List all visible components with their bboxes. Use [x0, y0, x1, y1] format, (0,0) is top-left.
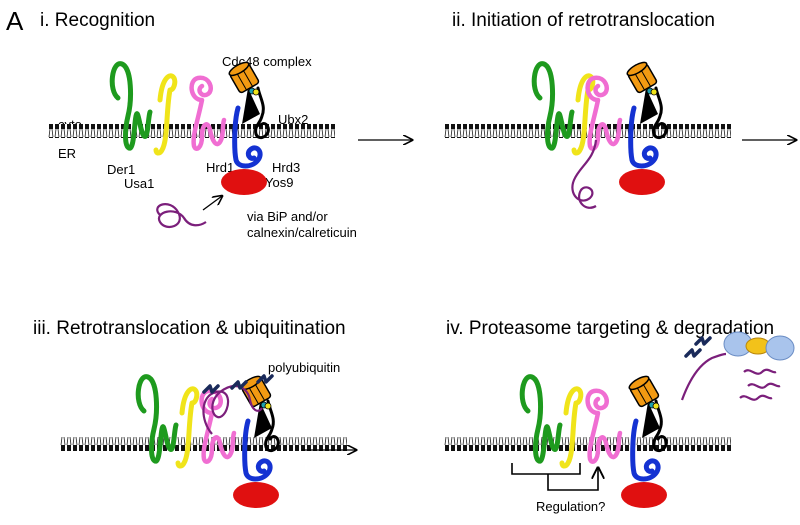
er-membrane — [444, 437, 731, 451]
regulation-arrow — [547, 468, 598, 491]
proteasome — [723, 331, 795, 361]
usa1-protein — [562, 389, 581, 466]
step3-title: iii. Retrotranslocation & ubiquitination — [33, 318, 346, 339]
peptide-fragment — [739, 394, 773, 401]
usa1-label: Usa1 — [124, 176, 155, 191]
via-label-line2: calnexin/calreticuin — [247, 225, 357, 240]
ubiquitin-icon — [684, 348, 702, 358]
polyubiquitin-label: polyubiquitin — [268, 360, 341, 375]
peptide-fragment — [743, 368, 777, 375]
substrate-arrow — [202, 196, 222, 211]
er-membrane — [48, 124, 335, 138]
misfolded-substrate — [156, 203, 207, 229]
er-membrane — [444, 124, 731, 138]
hrd1-protein — [192, 78, 224, 149]
usa1-protein — [178, 389, 197, 466]
usa1-protein — [156, 76, 175, 153]
extracted-substrate — [680, 352, 727, 401]
yos9-protein — [619, 169, 665, 195]
ubx2-label: Ubx2 — [278, 112, 309, 127]
peptide-fragment — [747, 382, 781, 389]
regulation-label: Regulation? — [536, 499, 606, 514]
step1-title: i. Recognition — [40, 10, 156, 31]
step2-title: ii. Initiation of retrotranslocation — [452, 10, 715, 31]
panel-letter: A — [6, 6, 24, 36]
hrd1-protein — [588, 391, 620, 462]
misfolded-substrate — [571, 139, 598, 209]
cdc48-complex — [226, 59, 261, 125]
panel-iv-degradation — [444, 331, 795, 508]
yos9-protein — [221, 169, 267, 195]
yos9-label: Yos9 — [265, 175, 294, 190]
panel-ii-initiation — [444, 59, 731, 209]
der1-label: Der1 — [107, 162, 136, 177]
panel-iii-retrotranslocation — [60, 373, 347, 508]
yos9-protein — [233, 482, 279, 508]
yos9-protein — [621, 482, 667, 508]
er-label: ER — [58, 146, 77, 161]
hrd1-label: Hrd1 — [206, 160, 235, 175]
regulation-bracket — [511, 463, 581, 475]
step4-title: iv. Proteasome targeting & degradation — [446, 318, 775, 339]
panel-i-recognition — [48, 59, 335, 229]
ubiquitin-icon — [694, 336, 712, 346]
via-label-line1: via BiP and/or — [247, 209, 328, 224]
hrd3-label: Hrd3 — [272, 160, 301, 175]
